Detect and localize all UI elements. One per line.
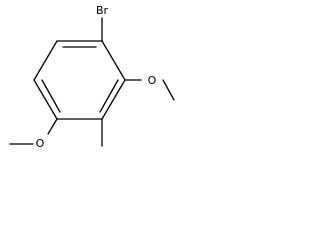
chemical-structure: Br O O — [9, 4, 175, 150]
ring-bond-c5-c6 — [33, 40, 58, 81]
ring-bond-c4-c5 — [33, 79, 58, 120]
oxygen-label-left: O — [36, 137, 45, 150]
bond-o-top-methyl — [162, 79, 175, 101]
benzene-ring — [33, 40, 126, 120]
oxygen-label-top: O — [148, 74, 157, 87]
ring-bond-c2-c3 — [101, 79, 126, 120]
double-bond-inner-left — [41, 79, 61, 113]
bromine-label: Br — [96, 4, 109, 17]
ring-bond-c1-c2 — [101, 40, 126, 81]
double-bond-inner-right — [99, 79, 119, 113]
bond-c4-o-left — [47, 118, 58, 135]
